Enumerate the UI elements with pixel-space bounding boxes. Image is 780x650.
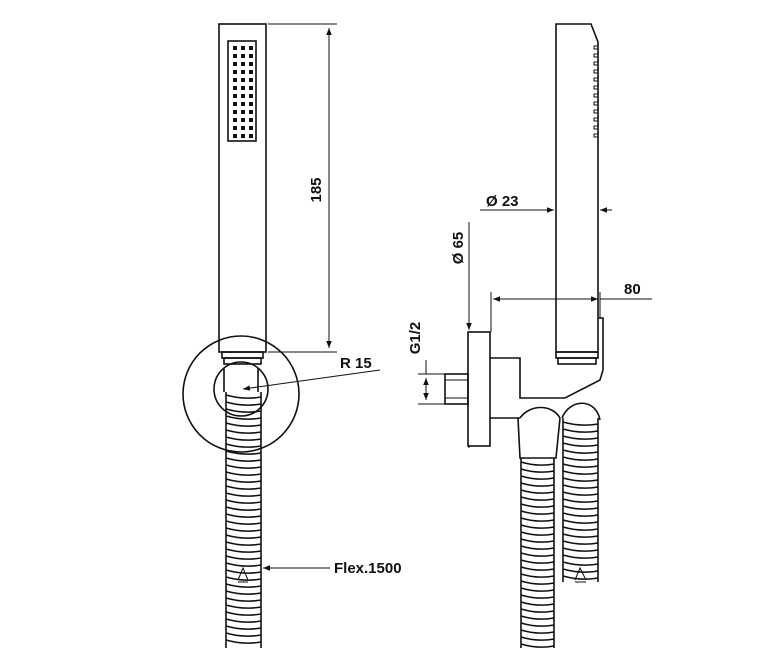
dim-r15-label: R 15 (340, 355, 372, 372)
hose-side-left (520, 458, 555, 648)
dim-d65-label: Ø 65 (450, 232, 467, 265)
hose-leader: Flex.1500 (263, 560, 402, 577)
bracket-body (490, 357, 604, 419)
dimension-r15: R 15 (242, 355, 381, 391)
hose-label: Flex.1500 (334, 560, 402, 577)
hose-front (225, 392, 262, 648)
connector-band-side-2 (557, 357, 597, 365)
wall-flange (467, 331, 491, 447)
side-view (444, 23, 604, 648)
dim-80-label: 80 (624, 281, 641, 298)
hose-nut-top (519, 406, 561, 419)
side-nozzle-strip (593, 45, 599, 138)
dim-185-label: 185 (308, 177, 325, 202)
bracket-inner-ring (213, 361, 269, 417)
dim-d23-label: Ø 23 (486, 193, 519, 210)
dim-g12-label: G1/2 (407, 322, 424, 355)
connector-band-front (221, 351, 264, 359)
wall-bracket-circle (182, 335, 300, 453)
dimension-g12: G1/2 (407, 322, 445, 405)
handset-body-side (555, 23, 599, 353)
front-view (182, 23, 300, 648)
dimension-d65: Ø 65 (450, 222, 472, 448)
thread-stub (444, 373, 469, 405)
dimension-d23: Ø 23 (480, 193, 612, 213)
connector-band-front-2 (223, 357, 262, 365)
nozzle-panel (227, 40, 257, 142)
bracket-hook (223, 368, 259, 392)
hose-nut (517, 417, 561, 459)
dimension-185: 185 (268, 23, 337, 353)
connector-band-side (555, 351, 599, 359)
hose-side-right (561, 402, 601, 583)
dimension-80: 80 (490, 281, 652, 332)
nozzle-grid (233, 46, 253, 138)
